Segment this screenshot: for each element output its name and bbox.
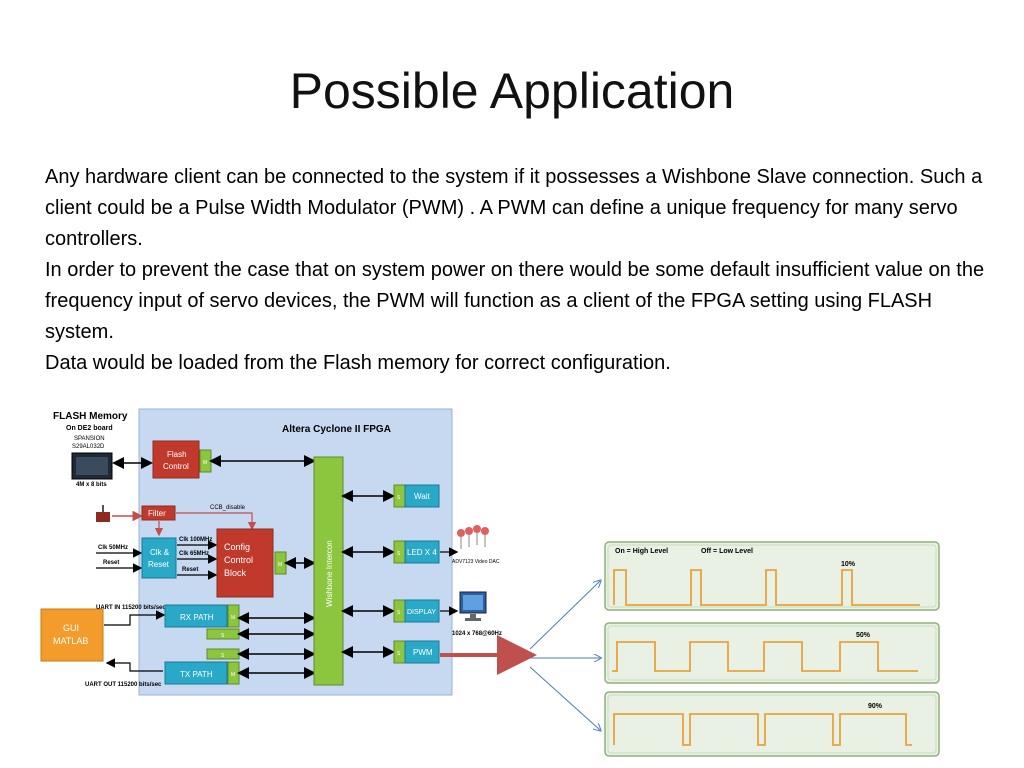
video-dac-label: ADV7123 Video DAC bbox=[452, 559, 500, 565]
ccb-disable-label: CCB_disable bbox=[210, 505, 246, 511]
svg-text:S: S bbox=[221, 633, 225, 639]
legend-low: Off = Low Level bbox=[701, 548, 753, 555]
flash-control-label-2: Control bbox=[163, 462, 189, 471]
rx-path-block bbox=[164, 604, 228, 628]
svg-text:PWM: PWM bbox=[413, 648, 433, 657]
svg-text:MATLAB: MATLAB bbox=[53, 636, 88, 646]
duty-label-10: 10% bbox=[841, 561, 856, 568]
filter-block bbox=[141, 505, 176, 521]
svg-text:Wait: Wait bbox=[414, 492, 430, 501]
svg-text:TX PATH: TX PATH bbox=[180, 670, 213, 679]
waveform-panel-10: On = High Level Off = Low Level 10% bbox=[604, 541, 940, 611]
svg-text:RX PATH: RX PATH bbox=[180, 613, 214, 622]
flash-board: On DE2 board bbox=[66, 425, 113, 432]
filter-label: Filter bbox=[148, 509, 166, 518]
paragraph-1: Any hardware client can be connected to … bbox=[45, 166, 983, 250]
flash-control-block bbox=[152, 440, 200, 479]
flash-size: 4M x 8 bits bbox=[76, 482, 107, 488]
reset-out-label: Reset bbox=[182, 567, 198, 573]
tx-path-block bbox=[164, 661, 228, 685]
reset-in-label: Reset bbox=[103, 560, 119, 566]
svg-text:Block: Block bbox=[224, 568, 247, 578]
svg-text:S: S bbox=[397, 651, 401, 657]
svg-text:GUI: GUI bbox=[63, 623, 79, 633]
svg-text:S: S bbox=[221, 653, 225, 659]
clk50-label: Clk 50MHz bbox=[98, 545, 128, 551]
clk-reset-block bbox=[141, 537, 177, 579]
svg-text:S: S bbox=[397, 495, 401, 501]
flash-part: S29AL032D bbox=[72, 444, 105, 450]
led-block bbox=[404, 540, 440, 564]
wishbone-label: Wishbone Intercon bbox=[325, 540, 334, 607]
svg-text:Clk &: Clk & bbox=[150, 548, 170, 557]
waveform-panel-50: 50% bbox=[604, 622, 940, 684]
slide-body: Any hardware client can be connected to … bbox=[45, 162, 995, 379]
uart-in-label: UART IN 115200 bits/sec bbox=[96, 605, 166, 611]
monitor-icon bbox=[459, 591, 487, 621]
duty-label-90: 90% bbox=[868, 703, 883, 710]
led-icons bbox=[457, 525, 489, 549]
pwm-block bbox=[404, 640, 440, 664]
fpga-title: Altera Cyclone II FPGA bbox=[282, 424, 391, 435]
display-block bbox=[404, 599, 440, 623]
legend-high: On = High Level bbox=[615, 548, 668, 555]
svg-text:S: S bbox=[397, 610, 401, 616]
wishbone-intercon-bar bbox=[313, 456, 344, 686]
system-diagram: Altera Cyclone II FPGA FLASH Memory On D… bbox=[40, 408, 940, 757]
flash-title: FLASH Memory bbox=[53, 411, 128, 422]
config-control-block bbox=[216, 528, 274, 598]
svg-text:Config: Config bbox=[224, 542, 250, 552]
svg-text:Reset: Reset bbox=[148, 560, 170, 569]
svg-text:S: S bbox=[397, 551, 401, 557]
svg-text:DISPLAY: DISPLAY bbox=[407, 609, 436, 616]
paragraph-2: In order to prevent the case that on sys… bbox=[45, 259, 985, 343]
svg-text:M: M bbox=[278, 562, 282, 568]
clk65-label: Clk 65MHz bbox=[179, 551, 209, 557]
svg-text:M: M bbox=[203, 460, 207, 466]
svg-text:M: M bbox=[231, 672, 235, 678]
duty-label-50: 50% bbox=[856, 632, 871, 639]
clk100-label: Clk 100MHz bbox=[179, 537, 212, 543]
svg-text:Control: Control bbox=[224, 555, 253, 565]
svg-text:LED X 4: LED X 4 bbox=[407, 548, 437, 557]
slide-title: Possible Application bbox=[289, 63, 735, 119]
paragraph-3: Data would be loaded from the Flash memo… bbox=[45, 352, 671, 374]
flash-vendor: SPANSION bbox=[74, 436, 105, 442]
wait-block bbox=[404, 484, 440, 508]
uart-out-label: UART OUT 115200 bits/sec bbox=[85, 682, 162, 688]
flash-control-label-1: Flash bbox=[167, 450, 187, 459]
gui-matlab-block bbox=[40, 608, 104, 662]
svg-text:M: M bbox=[231, 615, 235, 621]
resolution-label: 1024 x 768@60Hz bbox=[452, 631, 502, 637]
waveform-panel-90: 90% bbox=[604, 691, 940, 757]
switch-icon bbox=[96, 512, 110, 522]
